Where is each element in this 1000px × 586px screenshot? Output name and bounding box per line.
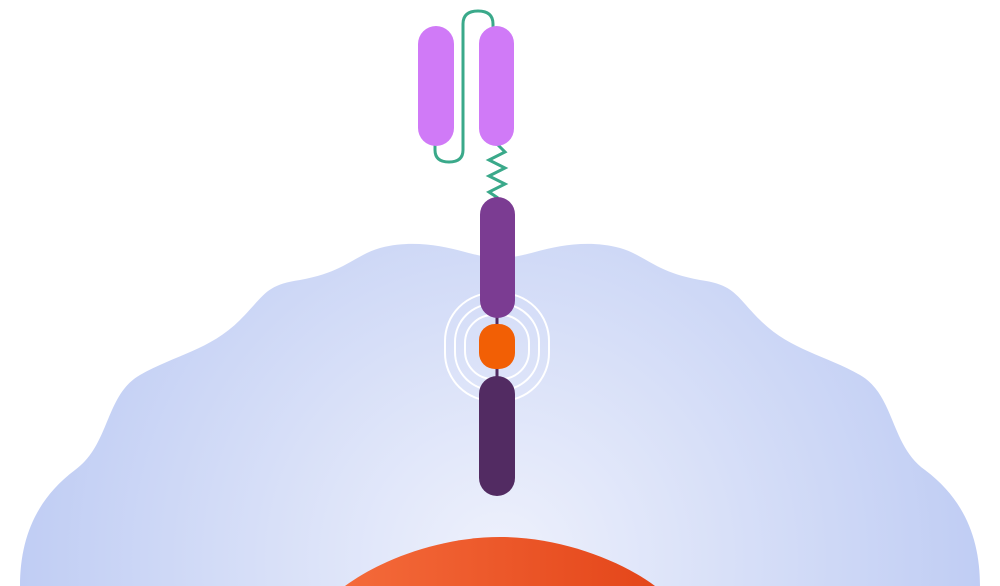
- transmembrane-domain: [480, 197, 515, 318]
- hinge-spacer: [485, 142, 509, 200]
- cd3-zeta-domain: [479, 376, 515, 496]
- costimulatory-domain: [479, 324, 515, 369]
- scfv-light-chain: [418, 26, 454, 146]
- nucleus: [345, 537, 655, 586]
- scfv-heavy-chain: [479, 26, 514, 146]
- flexible-linker: [433, 9, 495, 164]
